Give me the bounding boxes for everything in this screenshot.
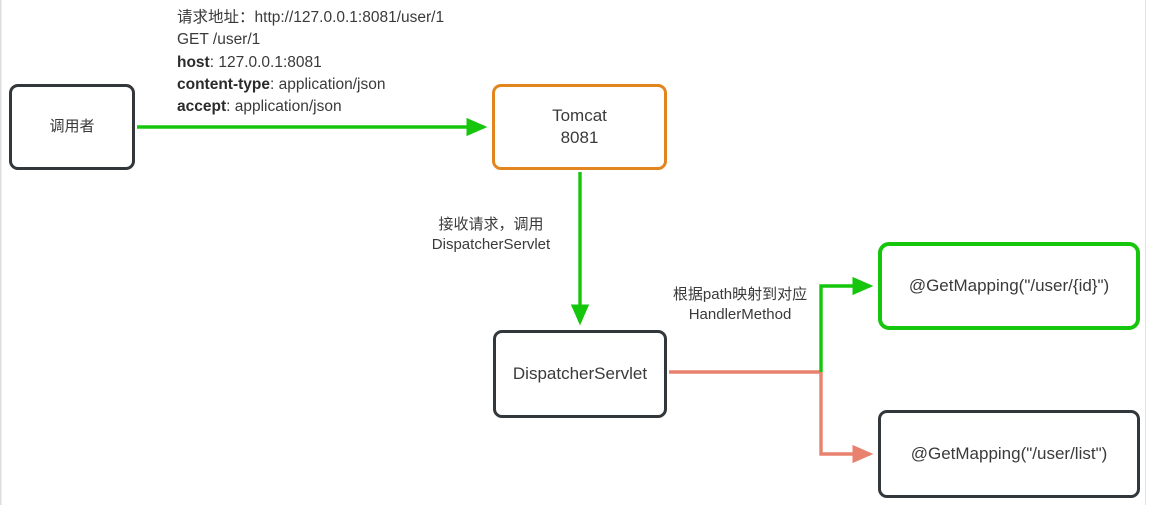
node-get-mapping-user-list[interactable]: @GetMapping("/user/list") (878, 410, 1140, 498)
edge-label-dispatch-line-2: DispatcherServlet (431, 235, 551, 253)
request-note-line-4: content-type: application/json (177, 74, 444, 96)
header-value-content-type: : application/json (270, 75, 386, 93)
edge-dispatcher-to-get-by-id (819, 276, 874, 372)
request-note-line-3: host: 127.0.0.1:8081 (177, 52, 444, 74)
request-note: 请求地址：http://127.0.0.1:8081/user/1 GET /u… (177, 7, 444, 119)
edge-label-dispatch-line-1: 接收请求，调用 (438, 216, 544, 233)
page-edge-right (1145, 0, 1146, 505)
request-note-line-5: accept: application/json (177, 96, 444, 118)
header-key-host: host (177, 53, 210, 71)
request-url-value: http://127.0.0.1:8081/user/1 (254, 9, 445, 26)
edge-label-mapping: 根据path映射到对应 HandlerMethod (645, 285, 835, 325)
header-value-host: : 127.0.0.1:8081 (209, 53, 322, 71)
page-edge-left (0, 0, 2, 505)
node-get-mapping-user-id[interactable]: @GetMapping("/user/{id}") (878, 242, 1140, 330)
request-url-label: 请求地址： (177, 9, 255, 26)
header-key-content-type: content-type (177, 75, 270, 93)
node-tomcat-port: 8081 (560, 128, 599, 147)
node-caller-label: 调用者 (49, 118, 95, 136)
edge-label-dispatch: 接收请求，调用 DispatcherServlet (406, 215, 576, 255)
edge-dispatcher-to-get-list (819, 372, 874, 464)
request-note-line-1: 请求地址：http://127.0.0.1:8081/user/1 (177, 7, 444, 29)
header-key-accept: accept (177, 98, 227, 116)
edge-label-mapping-line-1: 根据path映射到对应 (672, 286, 808, 303)
edge-label-mapping-line-2: HandlerMethod (688, 305, 792, 323)
node-tomcat[interactable]: Tomcat 8081 (492, 84, 667, 170)
request-method-line: GET /user/1 (177, 31, 261, 49)
node-tomcat-name: Tomcat (552, 106, 607, 126)
node-dispatcher-servlet[interactable]: DispatcherServlet (493, 330, 667, 418)
node-tomcat-label: Tomcat 8081 (552, 105, 607, 149)
node-get-mapping-user-list-label: @GetMapping("/user/list") (910, 444, 1108, 464)
node-caller[interactable]: 调用者 (9, 84, 135, 170)
node-dispatcher-servlet-label: DispatcherServlet (512, 364, 648, 384)
node-get-mapping-user-id-label: @GetMapping("/user/{id}") (908, 276, 1110, 296)
header-value-accept: : application/json (226, 98, 342, 116)
request-note-line-2: GET /user/1 (177, 29, 444, 51)
